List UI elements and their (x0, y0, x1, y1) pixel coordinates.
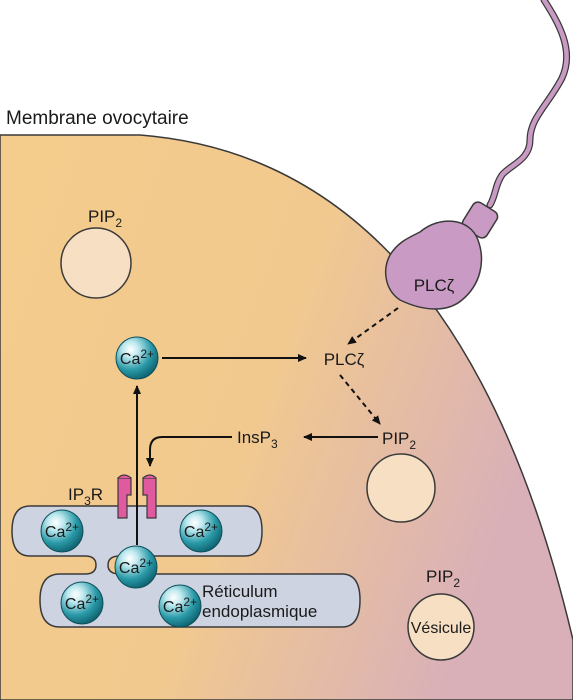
ip3-receptor (117, 474, 157, 519)
calcium-ion-er-1: Ca2+ (40, 509, 84, 553)
ip3r-base: IP (68, 485, 84, 504)
calcium-ion-cytosol: Ca2+ (115, 336, 159, 380)
calcium-ion-er-2: Ca2+ (179, 509, 223, 553)
svg-text:Ca2+: Ca2+ (163, 595, 197, 616)
svg-text:Ca2+: Ca2+ (184, 520, 218, 541)
pip2-sub: 2 (409, 438, 416, 452)
plc-zeta-sperm-label: PLCζ (414, 276, 455, 295)
er-label-line2: endoplasmique (202, 602, 317, 621)
er-label-line1: Réticulum (202, 582, 278, 601)
ip3r-tail: R (91, 485, 103, 504)
pip2-label-bottom: PIP2 (426, 567, 460, 590)
arrow-insp3-to-receptor (146, 436, 232, 467)
pip2-label-top: PIP2 (88, 207, 122, 230)
vesicle-label: Vésicule (411, 620, 472, 637)
svg-text:Ca2+: Ca2+ (120, 347, 154, 368)
pip2-sub: 2 (453, 576, 460, 590)
svg-text:Ca2+: Ca2+ (119, 556, 153, 577)
calcium-ion-er-5: Ca2+ (158, 584, 202, 628)
calcium-ion-er-4: Ca2+ (60, 581, 104, 625)
vesicle-bottom (407, 593, 475, 661)
insp3-base: InsP (237, 428, 271, 447)
svg-text:Ca2+: Ca2+ (65, 592, 99, 613)
pip2-vesicle-top (60, 227, 132, 299)
pip2-label-right: PIP2 (382, 429, 416, 452)
insp3-sub: 3 (271, 437, 278, 451)
sperm-head (384, 220, 483, 310)
membrane-label: Membrane ovocytaire (6, 108, 189, 129)
pip2-sub: 2 (115, 216, 122, 230)
pip2-base: PIP (88, 207, 115, 226)
plc-zeta-label: PLCζ (324, 350, 365, 369)
pip2-vesicle-right (366, 453, 436, 523)
dashed-arrow-sperm-to-plc (347, 307, 399, 345)
dashed-arrow-plc-to-pip2 (339, 374, 381, 425)
pip2-base: PIP (382, 429, 409, 448)
svg-text:Ca2+: Ca2+ (45, 520, 79, 541)
insp3-label: InsP3 (237, 428, 278, 451)
ip3r-sub: 3 (84, 494, 91, 508)
pip2-base: PIP (426, 567, 453, 586)
calcium-ion-er-3: Ca2+ (114, 545, 158, 589)
ip3r-label: IP3R (68, 485, 103, 508)
